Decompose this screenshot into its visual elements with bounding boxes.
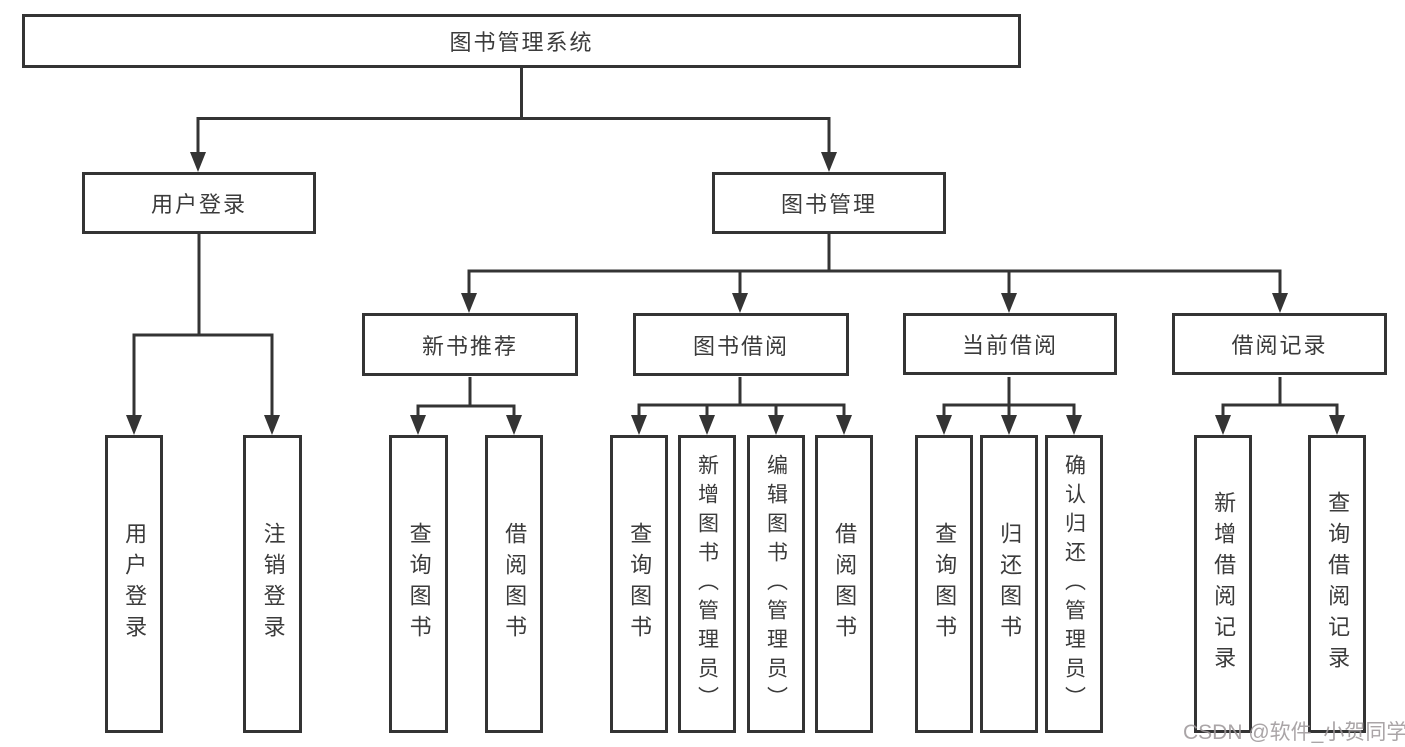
node-label: 借阅图书 [502,522,528,646]
node-book-management: 图书管理 [712,172,946,234]
connector-newbook-distributor [416,404,516,418]
leaf-newbook-borrow-books: 借阅图书 [485,435,543,733]
node-label: 新增借阅记录 [1211,491,1237,677]
node-label: 新增图书（管理员） [695,453,719,715]
connector-userlogin-distributor [132,333,274,418]
node-label: 图书借阅 [692,333,789,359]
node-borrow-records: 借阅记录 [1172,313,1387,375]
leaf-current-query-books: 查询图书 [915,435,973,733]
node-label: 新书推荐 [421,333,518,359]
leaf-user-login: 用户登录 [105,435,163,733]
node-label: 用户登录 [122,522,148,646]
leaf-records-add-record: 新增借阅记录 [1194,435,1252,733]
connector-records-distributor [1221,403,1339,418]
leaf-borrow-edit-books-admin: 编辑图书（管理员） [747,435,805,733]
node-label: 编辑图书（管理员） [764,453,788,715]
leaf-current-confirm-return-admin: 确认归还（管理员） [1045,435,1103,733]
connector-bookborrow-distributor [637,403,846,418]
node-label: 确认归还（管理员） [1062,453,1086,715]
node-label: 注销登录 [260,522,286,646]
node-label: 借阅记录 [1231,333,1328,358]
leaf-logout: 注销登录 [243,435,302,733]
node-label: 归还图书 [997,522,1023,646]
leaf-borrow-query-books: 查询图书 [610,435,668,733]
node-label: 用户登录 [150,192,247,217]
node-label: 借阅图书 [832,522,858,646]
leaf-current-return-books: 归还图书 [980,435,1038,733]
node-label: 图书管理 [780,192,877,217]
leaf-records-query-record: 查询借阅记录 [1308,435,1366,733]
node-label: 当前借阅 [961,333,1058,358]
node-root: 图书管理系统 [22,14,1021,68]
node-label: 查询借阅记录 [1325,491,1351,677]
arrowheads [126,152,1345,435]
node-new-book-recommend: 新书推荐 [362,313,578,376]
node-current-borrow: 当前借阅 [903,313,1117,375]
node-label: 查询图书 [406,522,432,646]
leaf-borrow-add-books-admin: 新增图书（管理员） [678,435,736,733]
node-label: 图书管理系统 [449,30,594,55]
connector-currentborrow-distributor [942,403,1076,418]
node-user-login: 用户登录 [82,172,316,234]
leaf-newbook-query-books: 查询图书 [389,435,448,733]
node-book-borrow: 图书借阅 [633,313,849,376]
node-label: 查询图书 [627,522,653,646]
connector-root-distributor [196,117,831,155]
leaf-borrow-borrow-books: 借阅图书 [815,435,873,733]
csdn-watermark: CSDN @软件_小贺同学 [1183,721,1405,744]
node-label: 查询图书 [932,522,958,646]
connector-bookmgmt-distributor [467,269,1282,296]
